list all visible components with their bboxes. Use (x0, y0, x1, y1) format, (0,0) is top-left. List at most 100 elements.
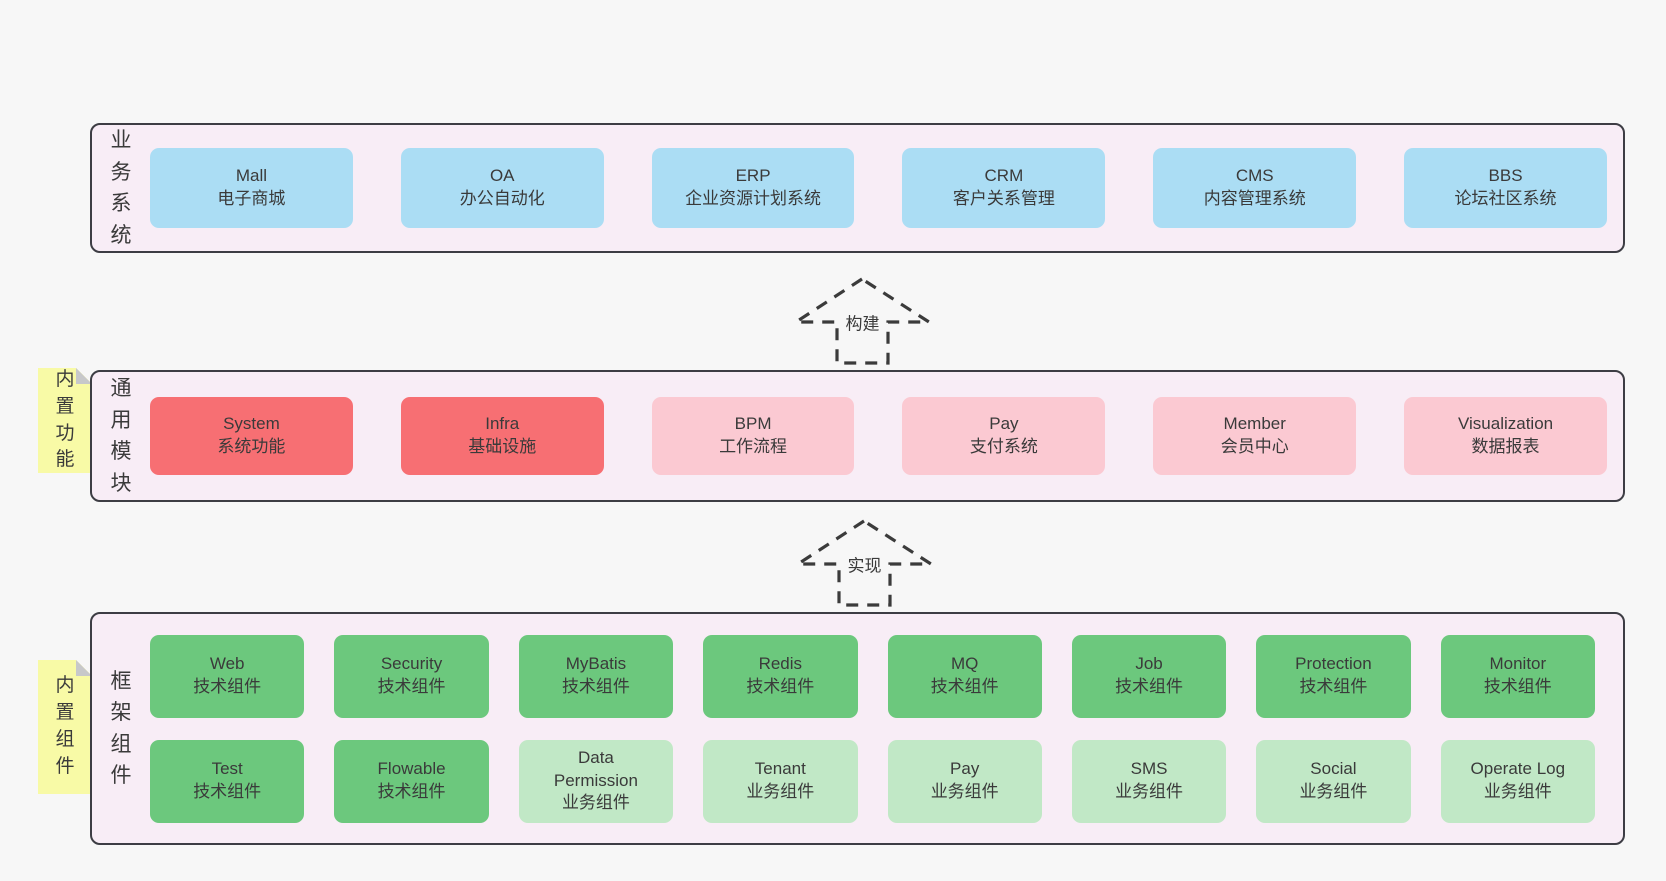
box-subtitle: 数据报表 (1471, 437, 1540, 456)
up-block-arrow-icon (790, 277, 935, 365)
box-subtitle: 技术组件 (561, 677, 630, 696)
box-redis: Redis 技术组件 (703, 634, 858, 718)
box-title: CRM (984, 166, 1024, 186)
box-subtitle: 技术组件 (377, 782, 446, 801)
box-title: Infra (485, 414, 520, 434)
box-mall: Mall 电子商城 (150, 148, 353, 228)
framework-rows: Web 技术组件 Security 技术组件 MyBatis 技术组件 Redi… (150, 634, 1595, 823)
box-title: OA (489, 166, 515, 186)
box-subtitle: 技术组件 (193, 782, 262, 801)
sticky-builtin-features: 内置功能 (38, 368, 92, 473)
box-security: Security 技术组件 (334, 634, 489, 718)
framework-box-row-1: Web 技术组件 Security 技术组件 MyBatis 技术组件 Redi… (150, 634, 1595, 718)
box-flowable: Flowable 技术组件 (334, 739, 489, 823)
box-subtitle: 技术组件 (930, 677, 999, 696)
box-title: BBS (1488, 166, 1523, 186)
box-subtitle: 业务组件 (561, 793, 630, 813)
box-subtitle: 技术组件 (1299, 677, 1368, 696)
box-pay-component: Pay 业务组件 (887, 739, 1042, 823)
box-title: System (223, 414, 280, 434)
box-infra: Infra 基础设施 (400, 397, 604, 475)
box-title: Web (209, 654, 245, 674)
box-oa: OA 办公自动化 (400, 148, 604, 228)
box-subtitle: 企业资源计划系统 (685, 189, 822, 208)
box-mq: MQ 技术组件 (887, 634, 1042, 718)
up-block-arrow-icon (792, 519, 937, 607)
panel-framework-components: 框架组件 Web 技术组件 Security 技术组件 MyBatis 技术组件… (90, 612, 1625, 845)
box-subtitle: 技术组件 (1483, 677, 1552, 696)
box-monitor: Monitor 技术组件 (1440, 634, 1595, 718)
box-title: Operate Log (1470, 759, 1566, 779)
box-erp: ERP 企业资源计划系统 (651, 148, 855, 228)
box-tenant: Tenant 业务组件 (703, 739, 858, 823)
box-subtitle: 电子商城 (217, 189, 286, 208)
box-subtitle: 工作流程 (719, 437, 788, 456)
box-title: Flowable (377, 759, 446, 779)
build-arrow-label: 构建 (842, 309, 883, 335)
box-operate-log: Operate Log 业务组件 (1440, 739, 1595, 823)
panel-business-systems: 业务系统 Mall 电子商城 OA 办公自动化 ERP 企业资源计划系统 CRM… (90, 123, 1625, 253)
box-bbs: BBS 论坛社区系统 (1404, 148, 1607, 228)
box-subtitle: 内容管理系统 (1203, 189, 1306, 208)
box-title: Data Permission (553, 747, 638, 790)
box-subtitle: 技术组件 (1115, 677, 1184, 696)
box-title: Security (380, 654, 443, 674)
box-job: Job 技术组件 (1071, 634, 1227, 718)
sticky-builtin-components-label: 内置组件 (55, 675, 75, 777)
box-web: Web 技术组件 (150, 634, 305, 718)
box-social: Social 业务组件 (1256, 739, 1411, 823)
implement-arrow-label: 实现 (844, 551, 885, 577)
build-arrow-icon: 构建 (790, 276, 935, 366)
box-subtitle: 业务组件 (1299, 782, 1368, 801)
panel-framework-components-label: 框架组件 (110, 669, 132, 788)
box-subtitle: 系统功能 (217, 437, 286, 456)
box-title: Tenant (754, 759, 806, 779)
box-subtitle: 业务组件 (930, 782, 999, 801)
box-subtitle: 办公自动化 (459, 189, 545, 208)
box-title: Pay (950, 759, 980, 779)
box-title: MyBatis (565, 654, 627, 674)
box-subtitle: 业务组件 (746, 782, 815, 801)
box-crm: CRM 客户关系管理 (902, 148, 1106, 228)
box-title: Visualization (1457, 414, 1554, 434)
box-title: ERP (735, 166, 771, 186)
business-box-row: Mall 电子商城 OA 办公自动化 ERP 企业资源计划系统 CRM 客户关系… (150, 148, 1607, 228)
box-subtitle: 技术组件 (746, 677, 815, 696)
box-pay-system: Pay 支付系统 (902, 397, 1106, 475)
box-cms: CMS 内容管理系统 (1153, 148, 1357, 228)
box-title: Social (1310, 759, 1357, 779)
box-mybatis: MyBatis 技术组件 (518, 634, 674, 718)
sticky-builtin-components: 内置组件 (38, 660, 92, 794)
box-test: Test 技术组件 (150, 739, 305, 823)
box-title: Monitor (1489, 654, 1547, 674)
box-data-permission: Data Permission 业务组件 (518, 739, 674, 823)
box-subtitle: 支付系统 (969, 437, 1038, 456)
box-subtitle: 业务组件 (1483, 782, 1552, 801)
box-title: SMS (1130, 759, 1168, 779)
box-subtitle: 技术组件 (193, 677, 262, 696)
box-system: System 系统功能 (150, 397, 353, 475)
box-subtitle: 论坛社区系统 (1454, 189, 1557, 208)
box-subtitle: 客户关系管理 (952, 189, 1055, 208)
box-title: Pay (989, 414, 1019, 434)
box-title: CMS (1235, 166, 1274, 186)
box-title: Job (1135, 654, 1163, 674)
box-title: Protection (1295, 654, 1372, 674)
box-sms: SMS 业务组件 (1071, 739, 1227, 823)
box-bpm: BPM 工作流程 (651, 397, 855, 475)
framework-box-row-2: Test 技术组件 Flowable 技术组件 Data Permission … (150, 739, 1595, 823)
box-title: Redis (758, 654, 803, 674)
box-title: BPM (734, 414, 772, 434)
box-title: Test (211, 759, 243, 779)
box-subtitle: 业务组件 (1115, 782, 1184, 801)
box-protection: Protection 技术组件 (1256, 634, 1411, 718)
modules-box-row: System 系统功能 Infra 基础设施 BPM 工作流程 Pay 支付系统… (150, 397, 1607, 475)
implement-arrow-icon: 实现 (792, 518, 937, 608)
box-subtitle: 技术组件 (377, 677, 446, 696)
box-visualization: Visualization 数据报表 (1404, 397, 1607, 475)
panel-common-modules: 通用模块 System 系统功能 Infra 基础设施 BPM 工作流程 Pay… (90, 370, 1625, 502)
box-title: Member (1223, 414, 1286, 434)
box-member: Member 会员中心 (1153, 397, 1357, 475)
box-title: MQ (950, 654, 979, 674)
sticky-builtin-features-label: 内置功能 (55, 368, 75, 471)
